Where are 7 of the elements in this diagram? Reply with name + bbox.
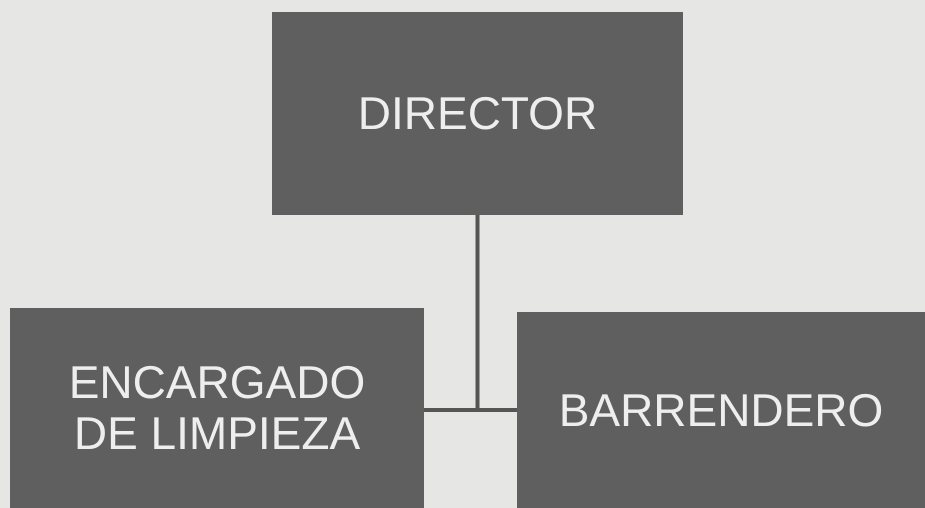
connector-line	[476, 213, 519, 412]
box-label: BARRENDERO	[558, 384, 884, 436]
org-box	[10, 308, 424, 508]
org-box	[517, 312, 925, 508]
box-label: DIRECTOR	[358, 88, 598, 139]
org-box	[272, 12, 683, 215]
box-label: ENCARGADO DE LIMPIEZA	[68, 357, 366, 459]
